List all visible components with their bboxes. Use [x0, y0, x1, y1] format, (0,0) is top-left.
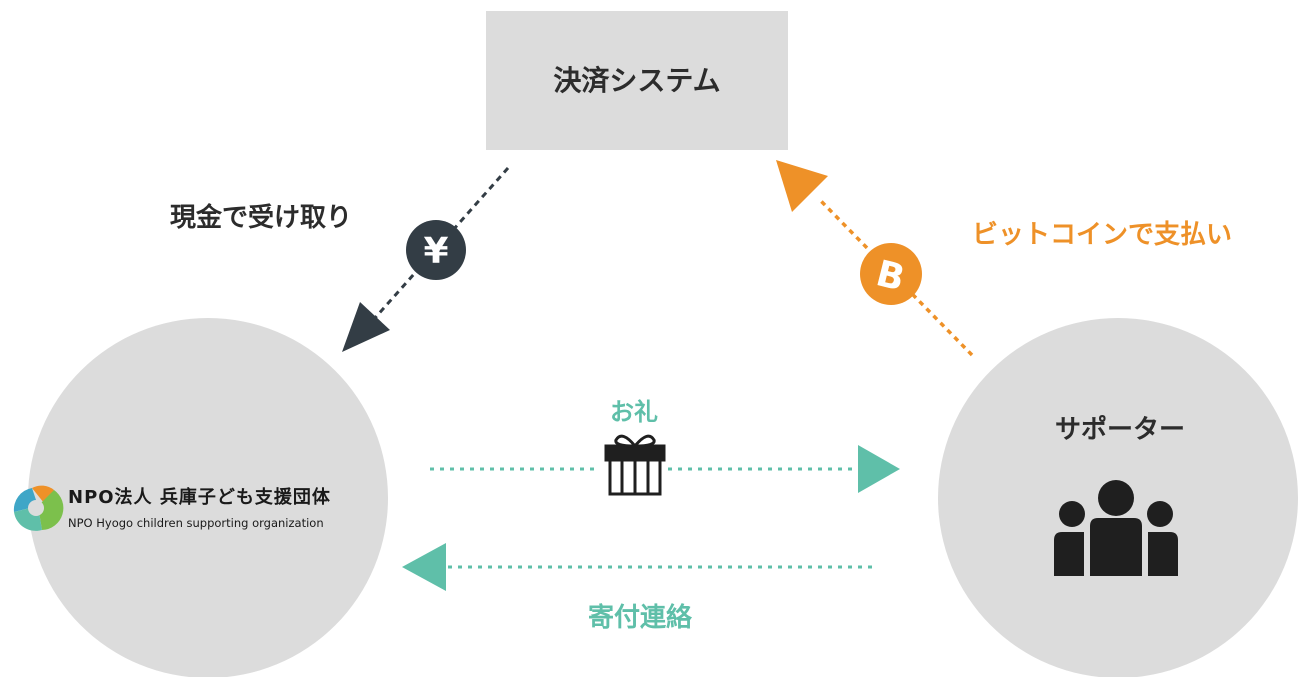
npo-circle — [28, 318, 388, 677]
npo-node: NPO法人 兵庫子ども支援団体 NPO Hyogo children suppo… — [13, 318, 388, 677]
yen-icon: ¥ — [423, 231, 448, 272]
donation-contact-edge: 寄付連絡 — [402, 543, 872, 633]
people-icon — [1054, 480, 1178, 576]
npo-name-jp: NPO法人 兵庫子ども支援団体 — [68, 486, 331, 508]
bitcoin-payment-label: ビットコインで支払い — [972, 220, 1232, 250]
payment-system-box — [486, 11, 788, 150]
cash-arrowhead — [342, 302, 390, 352]
supporter-node: サポーター — [938, 318, 1298, 677]
thanks-label: お礼 — [610, 398, 658, 426]
cash-receipt-edge: ¥ 現金で受け取り — [170, 167, 510, 352]
npo-name-en: NPO Hyogo children supporting organizati… — [68, 516, 324, 530]
cash-receipt-label: 現金で受け取り — [170, 202, 352, 233]
bitcoin-badge — [860, 243, 922, 305]
yen-badge — [406, 220, 466, 280]
bitcoin-arrowhead — [776, 160, 828, 212]
donation-arrowhead — [402, 543, 446, 591]
donation-contact-label: 寄付連絡 — [588, 602, 693, 633]
thanks-arrowhead — [858, 445, 900, 493]
thanks-edge: お礼 — [430, 398, 900, 496]
bitcoin-payment-edge: B ビットコインで支払い — [776, 160, 1232, 357]
gift-icon — [604, 434, 666, 496]
supporter-label: サポーター — [1055, 414, 1185, 445]
npo-logo-icon — [13, 485, 64, 531]
payment-system-node: 決済システム — [486, 11, 788, 150]
payment-system-label: 決済システム — [553, 64, 720, 97]
